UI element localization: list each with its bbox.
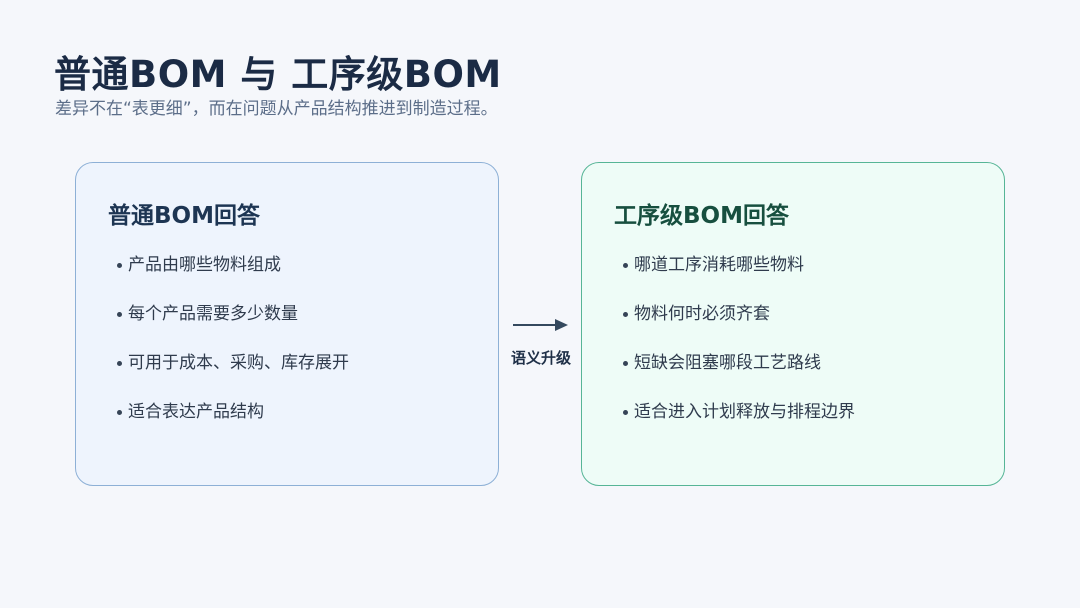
list-item: 适合表达产品结构 xyxy=(108,400,498,424)
list-item: 可用于成本、采购、库存展开 xyxy=(108,351,498,375)
semantic-upgrade-label: 语义升级 xyxy=(510,349,571,367)
operation-bom-card-title: 工序级BOM回答 xyxy=(614,203,789,229)
standard-bom-list: 产品由哪些物料组成 每个产品需要多少数量 可用于成本、采购、库存展开 适合表达产… xyxy=(108,253,498,424)
list-item: 适合进入计划释放与排程边界 xyxy=(614,400,1004,424)
page-title: 普通BOM 与 工序级BOM xyxy=(54,53,502,96)
arrow-right-icon xyxy=(513,319,568,331)
list-item: 物料何时必须齐套 xyxy=(614,302,1004,326)
list-item: 每个产品需要多少数量 xyxy=(108,302,498,326)
standard-bom-card-title: 普通BOM回答 xyxy=(108,203,260,229)
list-item: 产品由哪些物料组成 xyxy=(108,253,498,277)
semantic-upgrade-connector: 语义升级 xyxy=(500,309,582,379)
standard-bom-card: 普通BOM回答 产品由哪些物料组成 每个产品需要多少数量 可用于成本、采购、库存… xyxy=(75,162,499,486)
list-item: 哪道工序消耗哪些物料 xyxy=(614,253,1004,277)
list-item: 短缺会阻塞哪段工艺路线 xyxy=(614,351,1004,375)
operation-bom-list: 哪道工序消耗哪些物料 物料何时必须齐套 短缺会阻塞哪段工艺路线 适合进入计划释放… xyxy=(614,253,1004,424)
operation-bom-card: 工序级BOM回答 哪道工序消耗哪些物料 物料何时必须齐套 短缺会阻塞哪段工艺路线… xyxy=(581,162,1005,486)
page-subtitle: 差异不在“表更细”，而在问题从产品结构推进到制造过程。 xyxy=(55,99,498,119)
